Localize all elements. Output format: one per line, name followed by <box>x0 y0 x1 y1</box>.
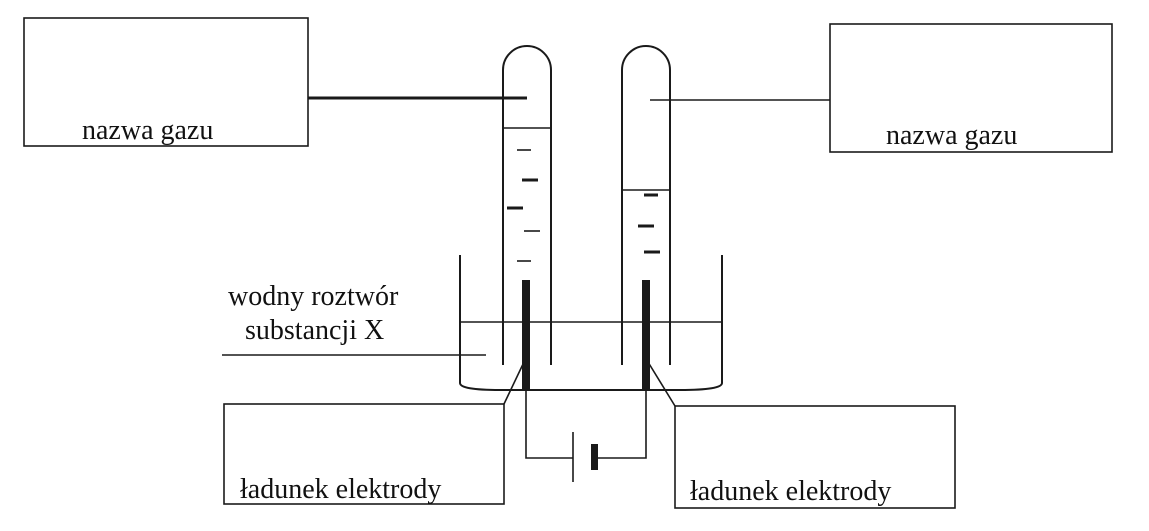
gas-bubbles-right <box>638 193 660 254</box>
electrode-right <box>642 280 650 390</box>
beaker <box>459 255 723 391</box>
electrode-left <box>522 280 530 390</box>
test-tube-right <box>621 45 671 365</box>
gas-name-box-right[interactable]: nazwa gazu <box>829 23 1113 153</box>
gas-bubbles-left <box>507 149 540 262</box>
gas-name-box-left[interactable]: nazwa gazu <box>23 17 309 147</box>
circuit <box>525 390 647 482</box>
solution-label: wodny roztwór substancji X <box>228 281 399 346</box>
gas-name-label-right: nazwa gazu <box>886 120 1017 151</box>
gas-name-label-left: nazwa gazu <box>82 115 213 146</box>
solution-label-line1: wodny roztwór <box>228 281 399 312</box>
electrode-charge-label-right: ładunek elektrody <box>690 476 891 507</box>
electrode-charge-box-right[interactable]: ładunek elektrody <box>674 405 956 509</box>
solution-label-line2: substancji X <box>245 315 384 346</box>
electrode-charge-label-left: ładunek elektrody <box>240 474 441 505</box>
test-tube-left <box>502 45 552 365</box>
leader-line-left-electrode <box>503 361 525 405</box>
battery-plate-short <box>591 444 598 470</box>
leader-line-right-electrode <box>647 361 676 407</box>
electrode-charge-box-left[interactable]: ładunek elektrody <box>223 403 505 505</box>
